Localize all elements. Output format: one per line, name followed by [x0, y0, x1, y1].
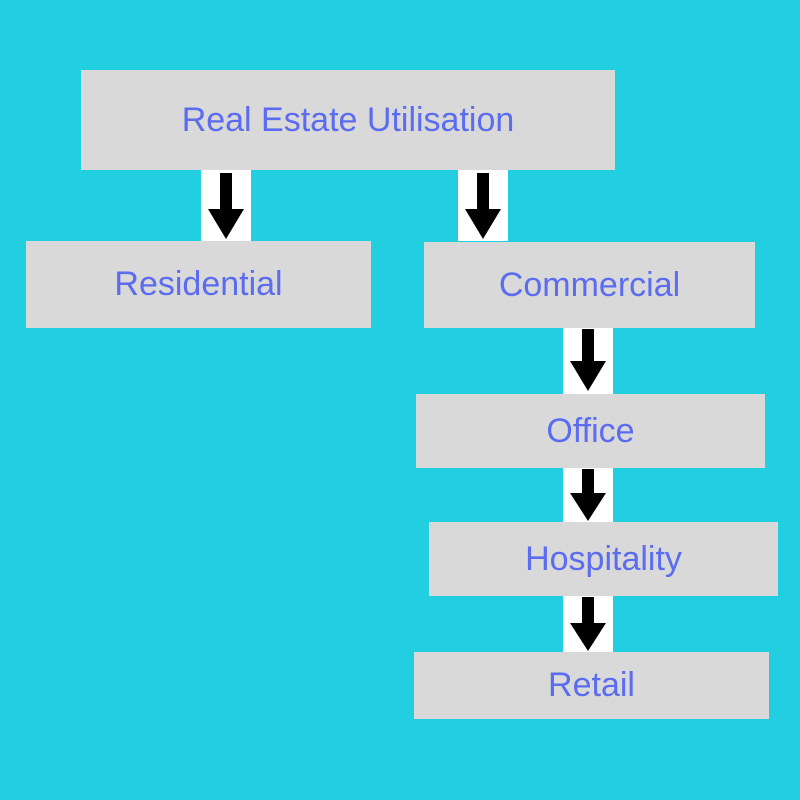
node-hospitality: Hospitality — [429, 522, 778, 596]
node-office: Office — [416, 394, 765, 468]
connector-commercial-to-office — [563, 327, 613, 394]
down-arrow-icon — [208, 173, 244, 239]
node-commercial: Commercial — [424, 242, 755, 328]
connector-office-to-hospitality — [563, 467, 613, 523]
node-real-estate-utilisation: Real Estate Utilisation — [81, 70, 615, 170]
down-arrow-icon — [570, 329, 606, 391]
node-retail: Retail — [414, 652, 769, 719]
down-arrow-icon — [465, 173, 501, 239]
connector-hospitality-to-retail — [563, 595, 613, 653]
down-arrow-icon — [570, 469, 606, 521]
node-residential: Residential — [26, 241, 371, 328]
down-arrow-icon — [570, 597, 606, 651]
connector-root-to-commercial — [458, 169, 508, 241]
connector-root-to-residential — [201, 169, 251, 241]
